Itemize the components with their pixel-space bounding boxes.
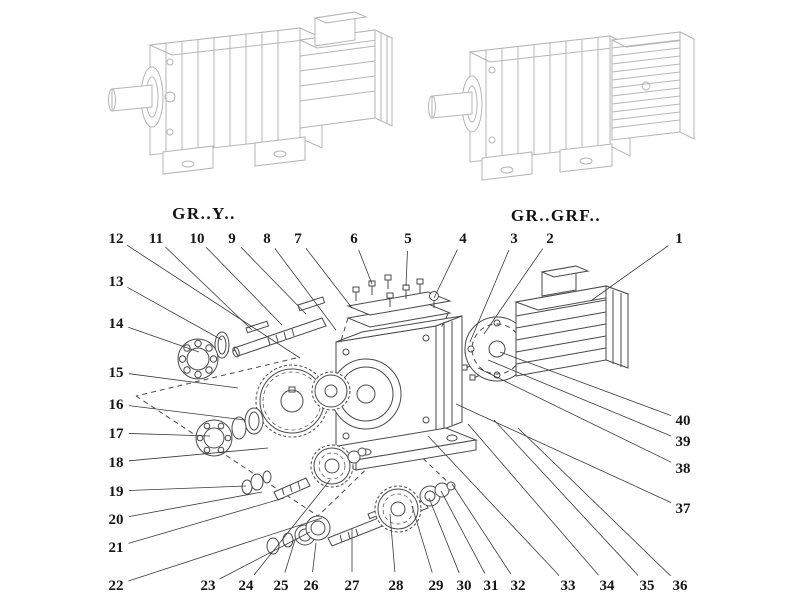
leader-line-2 [483,248,543,335]
part-number-2: 2 [546,231,554,247]
part-number-34: 34 [600,578,616,594]
leader-line-40 [499,351,671,416]
leader-line-13 [127,286,223,341]
second-gear [311,371,351,411]
part-number-21: 21 [109,540,124,556]
part-number-33: 33 [561,578,576,594]
part-number-36: 36 [673,578,689,594]
leader-line-5 [405,250,408,287]
variant-title-gr-y: GR..Y.. [172,204,236,223]
leader-line-21 [128,497,285,544]
intermediate-bearing [195,419,233,457]
leader-line-30 [428,497,460,574]
leader-line-6 [358,249,373,285]
part-number-29: 29 [429,578,444,594]
part-number-5: 5 [404,231,412,247]
electric-motor [464,265,630,382]
leader-line-29 [411,505,433,573]
cover-bolts [352,274,439,308]
part-number-6: 6 [350,231,358,247]
part-number-11: 11 [149,231,163,247]
part-number-10: 10 [190,231,205,247]
figure-gr-y [108,11,394,175]
leader-line-7 [305,248,353,309]
leader-line-10 [205,247,283,326]
part-number-37: 37 [676,501,692,517]
part-number-19: 19 [109,484,124,500]
leader-line-24 [253,479,331,576]
part-number-40: 40 [676,413,691,429]
leader-line-37 [455,403,672,503]
leader-line-19 [128,485,247,491]
leader-line-33 [427,435,560,576]
part-number-26: 26 [304,578,320,594]
variant-title-gr-grf: GR..GRF.. [511,206,601,225]
leader-line-1 [591,245,669,301]
leader-line-11 [165,246,253,331]
part-number-32: 32 [511,578,526,594]
leader-line-38 [477,367,672,463]
leader-line-32 [451,483,512,575]
part-number-30: 30 [457,578,472,594]
part-number-23: 23 [201,578,216,594]
leader-line-31 [440,490,486,574]
large-gear [255,364,329,438]
leader-line-20 [128,491,263,518]
intermediate-pinion [241,444,367,501]
part-number-3: 3 [510,231,518,247]
figure-gr-grf [428,31,696,181]
leader-line-4 [433,249,458,299]
leader-line-16 [128,405,246,421]
part-number-1: 1 [675,231,683,247]
leader-line-25 [284,539,296,573]
part-number-16: 16 [109,397,125,413]
leader-line-15 [128,373,239,389]
leader-line-17 [128,433,211,437]
leader-line-12 [126,244,301,359]
leader-line-39 [487,359,672,437]
part-number-31: 31 [484,578,499,594]
input-bearing [177,338,219,380]
leader-line-14 [128,326,200,353]
part-number-35: 35 [640,578,655,594]
leader-line-23 [219,531,311,580]
leader-line-18 [128,447,269,462]
part-number-18: 18 [109,455,124,471]
housing-cover [339,291,452,345]
part-number-13: 13 [109,274,124,290]
shaft-key [297,296,326,312]
part-number-24: 24 [239,578,255,594]
part-number-17: 17 [109,426,125,442]
part-number-38: 38 [676,461,691,477]
spacer-bushings [231,407,264,440]
part-number-9: 9 [228,231,236,247]
leader-line-28 [389,513,396,573]
leader-line-36 [517,427,671,577]
leader-line-9 [240,247,307,315]
part-number-8: 8 [263,231,271,247]
leader-line-8 [274,248,337,331]
input-shaft [232,296,327,358]
part-number-27: 27 [345,578,361,594]
part-number-15: 15 [109,365,124,381]
leader-line-26 [312,542,317,573]
leader-line-34 [467,423,599,576]
part-number-12: 12 [109,231,124,247]
part-number-7: 7 [294,231,302,247]
leader-line-3 [469,249,510,343]
exploded-view [135,265,630,555]
part-number-28: 28 [389,578,404,594]
part-number-22: 22 [109,578,124,594]
leader-line-35 [493,419,639,576]
part-number-39: 39 [676,434,691,450]
part-number-20: 20 [109,512,124,528]
leader-line-22 [128,517,323,582]
part-number-25: 25 [274,578,289,594]
part-number-4: 4 [459,231,467,247]
part-number-14: 14 [109,316,125,332]
